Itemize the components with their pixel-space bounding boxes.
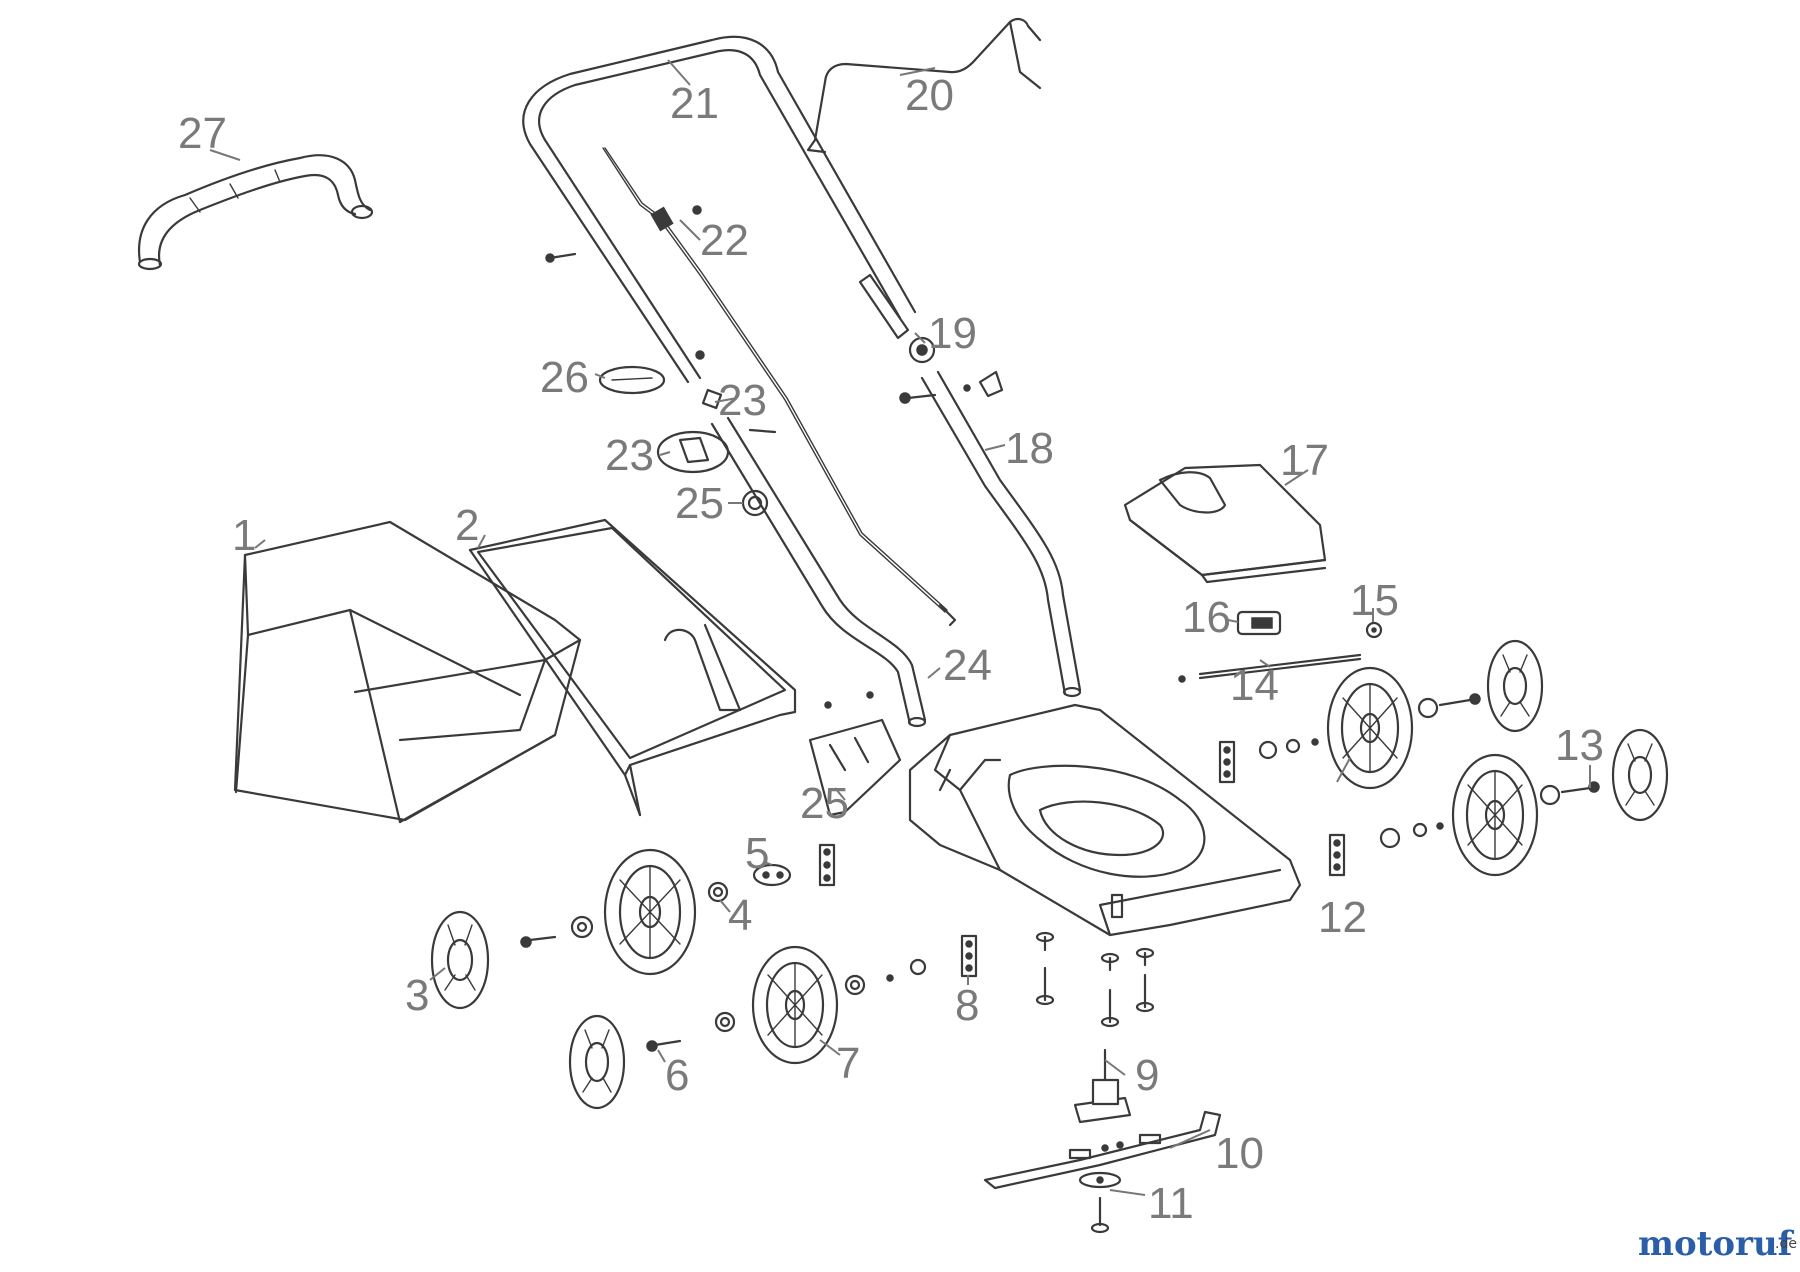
callout-numbers: 27 20 21 22 19 26 23 23 25 18 17 16 15 1…: [178, 71, 1604, 1228]
part-wheel-rear-left: [1326, 666, 1414, 790]
svg-text:motoruf: motoruf: [1638, 1224, 1795, 1264]
part-blade-bolt: [1078, 1171, 1122, 1234]
part-grass-bag: [233, 520, 582, 824]
callout-label: 1: [232, 511, 256, 560]
part-bag-frame: [468, 518, 797, 817]
part-washers: [520, 693, 1600, 1052]
part-height-adjusters: [818, 740, 1346, 978]
callout-label: 10: [1215, 1129, 1264, 1178]
watermark-suffix: .de: [1775, 1236, 1797, 1252]
callout-label: 9: [1135, 1051, 1159, 1100]
part-deck-bolts: [1035, 931, 1155, 1028]
callout-label: 23: [718, 376, 767, 425]
callout-label: 27: [178, 109, 227, 158]
part-wheel-front-right: [751, 945, 839, 1065]
callout-label: 7: [836, 1039, 860, 1088]
callout-label: 12: [1318, 893, 1367, 942]
callout-label: 8: [955, 981, 979, 1030]
callout-label: 5: [745, 829, 769, 878]
leader-lines: [209, 59, 1591, 1196]
part-wheel-rear-right: [1451, 753, 1539, 877]
part-upper-handle: [522, 35, 917, 384]
callout-label: 22: [700, 216, 749, 265]
part-wheel-rear-left-outer: [1486, 639, 1544, 733]
callout-label: 23: [605, 431, 654, 480]
part-wheel-rear-right-outer: [1611, 728, 1669, 822]
part-latch: [1236, 610, 1282, 636]
callout-label: 15: [1350, 576, 1399, 625]
part-handle-screws: [545, 252, 971, 404]
part-wheel-front-right-outer: [568, 1014, 626, 1110]
callout-label: 26: [540, 353, 589, 402]
part-rear-flap: [1123, 463, 1327, 584]
callout-label: 6: [665, 1051, 689, 1100]
part-blade-adapter: [1073, 1048, 1132, 1124]
callout-label: 25: [675, 479, 724, 528]
watermark-brand: motoruf: [1638, 1224, 1795, 1264]
callout-label: 25: [800, 779, 849, 828]
part-discharge-flap: [808, 691, 902, 817]
callout-label: 16: [1182, 593, 1231, 642]
part-handle-grip: [137, 154, 374, 271]
callout-label: 20: [905, 71, 954, 120]
part-bail-lever: [806, 17, 1042, 154]
callout-label: 14: [1230, 661, 1279, 710]
callout-label: 13: [1555, 721, 1604, 770]
part-lower-handle-left: [710, 416, 927, 728]
callout-label: 17: [1280, 436, 1329, 485]
callout-label: 4: [728, 891, 752, 940]
part-quick-release-knob: [908, 336, 936, 364]
callout-label: 24: [943, 641, 992, 690]
part-cable: [602, 147, 957, 627]
part-blade: [983, 1110, 1222, 1190]
part-wheel-front-left: [603, 848, 697, 976]
part-lower-handle-right: [920, 370, 1082, 698]
callout-label: 19: [928, 309, 977, 358]
part-wheel-front-left-outer: [430, 910, 490, 1010]
callout-label: 11: [1148, 1179, 1194, 1228]
watermark-logo: motoruf .de: [1638, 1224, 1797, 1264]
part-cable-clip: [598, 365, 666, 395]
callout-label: 2: [455, 501, 479, 550]
part-rear-axle: [1178, 621, 1383, 683]
callout-label: 21: [670, 79, 719, 128]
callout-label: 3: [405, 971, 429, 1020]
part-mower-deck: [908, 703, 1302, 937]
callout-label: 18: [1005, 424, 1054, 473]
